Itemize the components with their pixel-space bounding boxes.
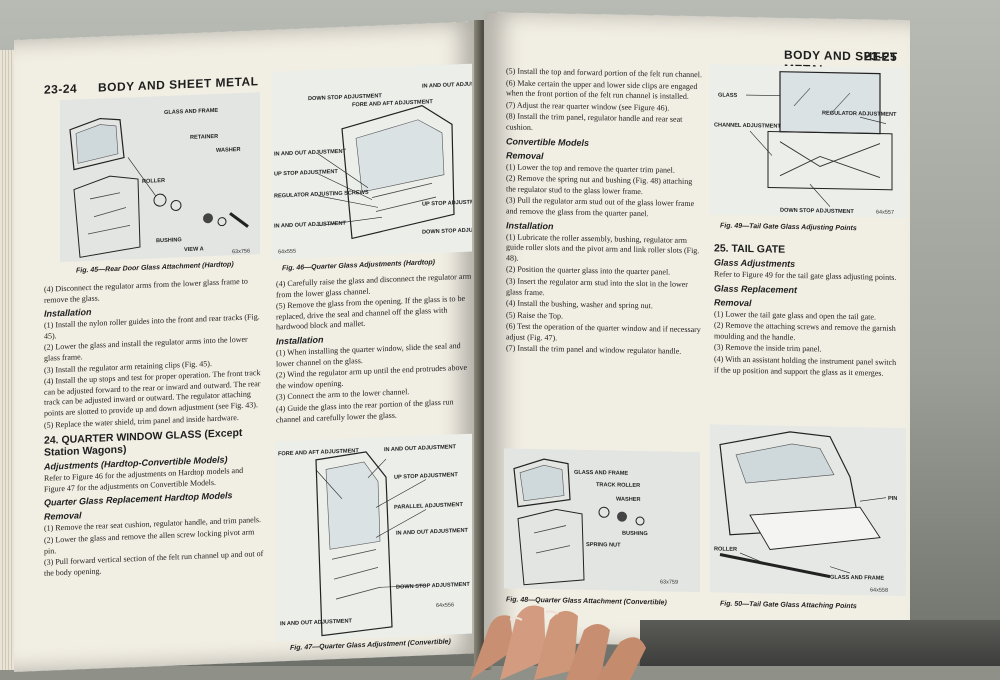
fig49-label-regulator: REGULATOR ADJUSTMENT	[822, 110, 897, 117]
paragraph: (4) Install the up stops and test for pr…	[44, 368, 261, 418]
paragraph: (2) Remove the attaching screws and remo…	[714, 320, 896, 342]
fig48-label-glass-frame: GLASS AND FRAME	[574, 470, 628, 477]
figure-49-drawing: GLASS CHANNEL ADJUSTMENT REGULATOR ADJUS…	[710, 64, 906, 219]
right-column-2: 25. TAIL GATE Glass Adjustments Refer to…	[714, 238, 900, 380]
fig50-label-glass-frame: GLASS AND FRAME	[830, 575, 884, 582]
paragraph: (1) Lubricate the roller assembly, bushi…	[506, 231, 700, 263]
fig45-label-view-a: VIEW A	[184, 246, 204, 253]
fig45-label-retainer: RETAINER	[190, 134, 218, 141]
paragraph: (5) Remove the glass from the opening. I…	[276, 294, 466, 332]
figure-46-caption: Fig. 46—Quarter Glass Adjustments (Hardt…	[282, 259, 435, 273]
fig47-label-in-out-2: IN AND OUT ADJUSTMENT	[396, 528, 469, 537]
section-heading: 25. TAIL GATE	[714, 242, 786, 256]
fig46-label-regulator: REGULATOR ADJUSTING SCREWS	[274, 190, 369, 200]
fig46-id: 64x555	[278, 249, 296, 256]
fig47-label-in-out-1: IN AND OUT ADJUSTMENT	[384, 444, 457, 453]
fig46-label-up-stop-2: UP STOP ADJUSTMENT	[422, 199, 472, 208]
figure-45-caption: Fig. 45—Rear Door Glass Attachment (Hard…	[76, 261, 234, 275]
paragraph: (3) Insert the regulator arm stud into t…	[506, 276, 688, 297]
left-page-header: BODY AND SHEET METAL	[98, 74, 259, 95]
fig45-label-washer: WASHER	[216, 147, 241, 154]
fig46-label-up-stop-1: UP STOP ADJUSTMENT	[274, 169, 338, 178]
figure-50-drawing: PIN ROLLER GLASS AND FRAME 64x558	[710, 424, 906, 597]
left-page-number: 23-24	[44, 81, 78, 97]
fig46-label-in-out-1: IN AND OUT ADJUSTMENT	[422, 81, 472, 90]
left-column-2: (4) Carefully raise the glass and discon…	[276, 272, 472, 427]
figure-49: GLASS CHANNEL ADJUSTMENT REGULATOR ADJUS…	[710, 64, 906, 219]
desk-surface	[640, 620, 1000, 666]
fig49-label-channel: CHANNEL ADJUSTMENT	[714, 122, 781, 129]
fig47-label-fore-aft: FORE AND AFT ADJUSTMENT	[278, 448, 359, 457]
fig45-id: 63x756	[232, 249, 250, 256]
figure-50-caption: Fig. 50—Tail Gate Glass Attaching Points	[720, 600, 857, 611]
fig47-label-parallel: PARALLEL ADJUSTMENT	[394, 502, 463, 511]
fig49-id: 64x557	[876, 210, 894, 216]
fig46-label-down-stop: DOWN STOP ADJUSTMENT	[308, 93, 382, 102]
fig45-label-bushing: BUSHING	[156, 237, 182, 244]
paragraph: (3) Pull the regulator arm stud out of t…	[506, 195, 695, 219]
figure-46-drawing: DOWN STOP ADJUSTMENT FORE AND AFT ADJUST…	[272, 63, 480, 260]
fig46-label-fore-aft: FORE AND AFT ADJUSTMENT	[352, 99, 433, 108]
figure-50: PIN ROLLER GLASS AND FRAME 64x558	[710, 424, 906, 597]
figure-49-caption: Fig. 49—Tail Gate Glass Adjusting Points	[720, 222, 857, 233]
fig50-label-roller: ROLLER	[714, 546, 737, 552]
fig48-id: 63x759	[660, 579, 678, 585]
right-page: BODY AND SHEET METAL 23-25 (5) Install t…	[484, 12, 910, 651]
fig46-label-in-out-2: IN AND OUT ADJUSTMENT	[274, 149, 347, 158]
fig47-label-up-stop: UP STOP ADJUSTMENT	[394, 472, 458, 481]
figure-45-drawing: GLASS AND FRAME RETAINER WASHER ROLLER B…	[60, 92, 260, 263]
figure-48-drawing: GLASS AND FRAME TRACK ROLLER WASHER BUSH…	[504, 448, 700, 593]
fig46-label-in-out-3: IN AND OUT ADJUSTMENT	[274, 221, 347, 230]
subheading: Glass Replacement	[714, 283, 798, 295]
figure-45: GLASS AND FRAME RETAINER WASHER ROLLER B…	[60, 92, 260, 263]
fig45-label-glass-frame: GLASS AND FRAME	[164, 108, 218, 116]
right-page-number: 23-25	[864, 49, 898, 64]
fig50-id: 64x558	[870, 587, 888, 593]
fig49-label-glass: GLASS	[718, 92, 738, 98]
paragraph: (2) Remove the spring nut and bushing (F…	[506, 173, 693, 196]
fig47-label-down-stop: DOWN STOP ADJUSTMENT	[396, 582, 470, 591]
fig50-label-pin: PIN	[888, 496, 897, 502]
figure-46: DOWN STOP ADJUSTMENT FORE AND AFT ADJUST…	[272, 63, 480, 260]
fig47-label-in-out-3: IN AND OUT ADJUSTMENT	[280, 618, 353, 627]
figure-47: FORE AND AFT ADJUSTMENT IN AND OUT ADJUS…	[276, 433, 472, 642]
fig46-label-down-stop-2: DOWN STOP ADJUSTMENT	[422, 227, 472, 236]
fig47-id: 64x556	[436, 602, 454, 609]
left-page: 23-24 BODY AND SHEET METAL GLASS AND FRA…	[14, 21, 480, 672]
paragraph: (6) Make certain the upper and lower sid…	[506, 78, 698, 102]
paragraph: (6) Test the operation of the quarter wi…	[506, 321, 701, 343]
paragraph: (4) With an assistant holding the instru…	[714, 354, 897, 378]
right-column-1: (5) Install the top and forward portion …	[506, 66, 702, 359]
fig48-label-track-roller: TRACK ROLLER	[596, 482, 640, 489]
figure-48: GLASS AND FRAME TRACK ROLLER WASHER BUSH…	[504, 448, 700, 593]
subheading: Convertible Models	[506, 135, 590, 148]
left-column-1: (4) Disconnect the regulator arms from t…	[44, 276, 264, 580]
hand	[470, 605, 646, 680]
fig48-label-bushing: BUSHING	[622, 531, 648, 537]
fig49-label-down-stop: DOWN STOP ADJUSTMENT	[780, 208, 854, 215]
paragraph: Refer to Figure 49 for the tail gate gla…	[714, 269, 897, 282]
figure-47-caption: Fig. 47—Quarter Glass Adjustment (Conver…	[290, 638, 451, 652]
fig48-label-washer: WASHER	[616, 497, 641, 503]
paragraph: (8) Install the trim panel, regulator ha…	[506, 111, 683, 132]
figure-47-drawing: FORE AND AFT ADJUSTMENT IN AND OUT ADJUS…	[276, 433, 472, 642]
fig48-label-spring-nut: SPRING NUT	[586, 542, 621, 549]
fig45-label-roller: ROLLER	[142, 178, 165, 185]
